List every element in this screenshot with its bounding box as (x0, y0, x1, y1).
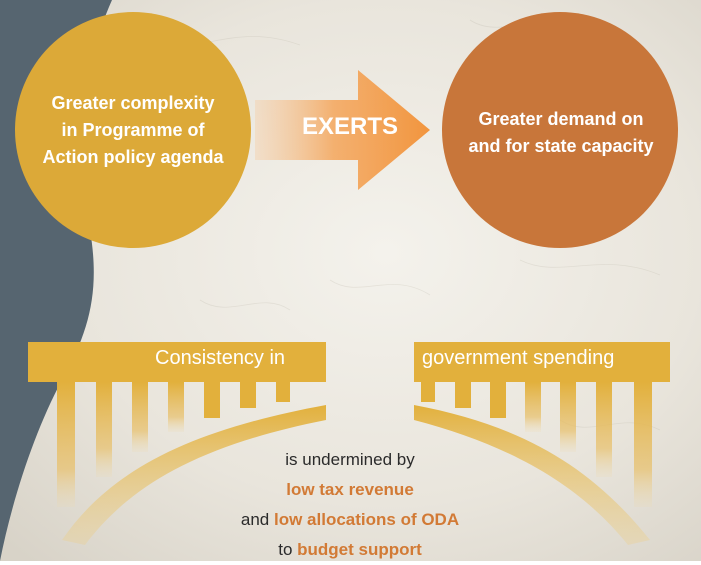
bridge-right-pillar (490, 382, 506, 418)
bridge-right-pillar (525, 382, 541, 432)
caption-text: is undermined by (285, 450, 415, 469)
bridge-left-label: Consistency in (155, 347, 286, 369)
caption-line-4: to budget support (200, 535, 500, 565)
bridge-left-pillar (57, 382, 75, 507)
caption-line-2: low tax revenue (200, 475, 500, 505)
right-circle-text: Greater demand on and for state capacity (445, 106, 677, 160)
right-circle-line: and for state capacity (468, 136, 654, 156)
bridge-right-deck (414, 342, 670, 382)
bridge-left-arch (62, 405, 326, 545)
bridge-left-pillar (240, 382, 256, 408)
bridge-left-pillar (276, 382, 290, 402)
left-circle-text: Greater complexity in Programme of Actio… (38, 90, 228, 171)
bridge-right-pillar (560, 382, 576, 452)
right-circle (442, 12, 678, 248)
left-circle-line: Greater complexity (51, 93, 215, 113)
bridge-right-pillar (455, 382, 471, 408)
caption-highlight: low tax revenue (286, 480, 414, 499)
bridge-right-arch (414, 405, 650, 545)
bridge-right-pillar (596, 382, 612, 477)
bridge-left-pillar (168, 382, 184, 432)
bridge-left (28, 342, 326, 545)
caption-text: and (240, 510, 274, 529)
bridge-left-pillar (96, 382, 112, 477)
caption: is undermined by low tax revenue and low… (200, 445, 500, 565)
arrow-label: EXERTS (301, 113, 399, 140)
bridge-right-pillar (421, 382, 435, 402)
bridge-left-pillar (204, 382, 220, 418)
bridge-left-pillar (132, 382, 148, 452)
caption-highlight: budget support (297, 540, 422, 559)
left-circle (15, 12, 251, 248)
caption-line-3: and low allocations of ODA (200, 505, 500, 535)
bridge-left-deck (28, 342, 326, 382)
bridge-right-label: government spending (422, 347, 615, 369)
left-circle-line: Action policy agenda (42, 147, 224, 167)
caption-text: to (278, 540, 298, 559)
left-circle-line: in Programme of (61, 120, 205, 140)
right-circle-line: Greater demand on (478, 109, 644, 129)
bridge-right (414, 342, 670, 545)
caption-highlight: low allocations of ODA (273, 510, 460, 529)
bridge-right-pillar (634, 382, 652, 507)
caption-line-1: is undermined by (200, 445, 500, 475)
exerts-arrow-icon (255, 70, 430, 190)
